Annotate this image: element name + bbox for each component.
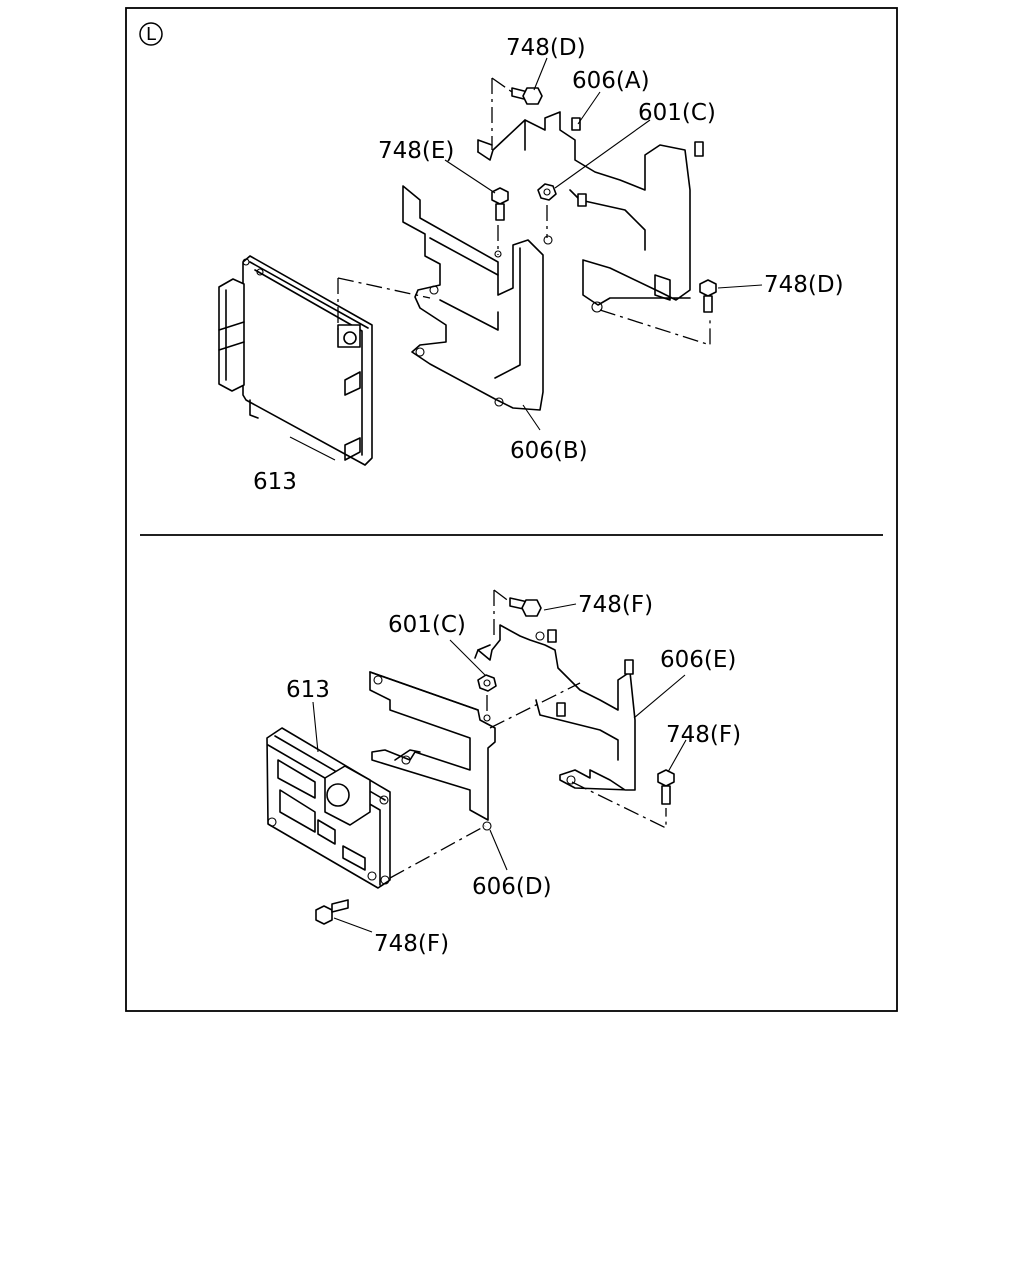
label-606e: 606(E) [660, 647, 736, 673]
bolt-748e [491, 187, 509, 221]
lower-view: 748(F) 601(C) 606(E) 613 748(F) 606(D) 7… [266, 589, 741, 957]
label-601c-upper: 601(C) [638, 100, 716, 126]
label-606b: 606(B) [510, 438, 588, 464]
bolt-748d-right [699, 279, 717, 313]
ecm-unit-613-upper [218, 255, 373, 466]
bolt-748d-top [511, 87, 543, 105]
upper-alignment-lines [337, 77, 711, 346]
label-748f-bottom: 748(F) [374, 931, 449, 957]
bolt-748f-right [657, 769, 675, 805]
bracket-606b [402, 185, 553, 411]
label-748e: 748(E) [378, 138, 454, 164]
nut-601c-upper [537, 183, 557, 201]
label-601c-lower: 601(C) [388, 612, 466, 638]
bracket-606d [369, 671, 496, 831]
bracket-606e [474, 624, 636, 791]
studs-606e [535, 629, 634, 717]
view-marker: L [139, 22, 163, 46]
lower-alignment-lines [389, 589, 667, 879]
bracket-606a [477, 111, 691, 313]
label-613-upper: 613 [253, 469, 297, 495]
upper-view: 748(D) 606(A) 601(C) 748(E) 748(D) 606(B… [218, 35, 844, 495]
label-748d-top: 748(D) [506, 35, 586, 61]
bolt-748f-top [509, 597, 542, 617]
label-748f-right: 748(F) [666, 722, 741, 748]
bolt-748f-bottom [315, 899, 349, 925]
label-613-lower: 613 [286, 677, 330, 703]
label-606d: 606(D) [472, 874, 552, 900]
nut-601c-lower [477, 674, 497, 692]
view-marker-letter: L [146, 24, 156, 45]
upper-leader-lines [289, 57, 763, 461]
studs-606a [571, 117, 704, 207]
diagram-frame [125, 7, 898, 1012]
label-748d-right: 748(D) [764, 272, 844, 298]
ecm-unit-613-lower [266, 727, 391, 889]
label-606a: 606(A) [572, 68, 650, 94]
label-748f-top: 748(F) [578, 592, 653, 618]
lower-leader-lines [312, 603, 687, 933]
